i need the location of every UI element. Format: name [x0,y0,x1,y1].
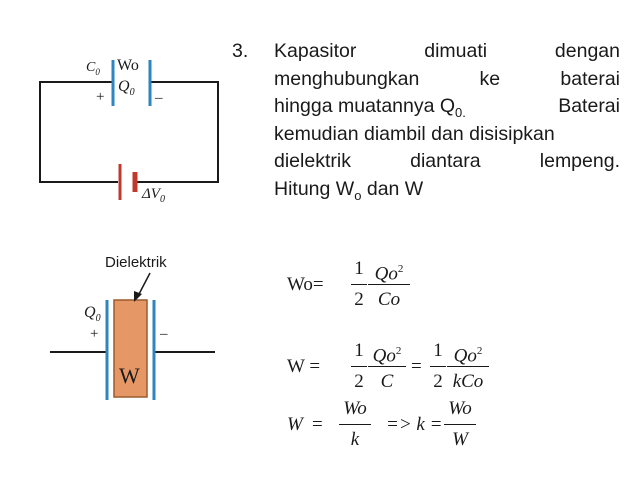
problem-line-2: menghubungkan ke baterai [274,67,620,90]
formula-2-equals: = [411,356,422,377]
problem-line-3: hingga muatannya Q0. Baterai [274,95,620,120]
formula-3-equals: = [312,414,323,435]
delta-v0-label: ΔV0 [142,186,165,205]
dielectric-arrow-line [137,272,151,297]
problem-line-4: kemudian diambil dan disisipkan [274,122,555,145]
formula-3-lhs: W [287,414,303,435]
formula-1-lhs: Wo= [287,274,324,295]
formula-2-lhs: W = [287,356,321,377]
q0-label-1: Q0 [118,78,135,99]
problem-line-1: Kapasitor dimuati dengan [274,40,620,62]
q0-label-2: Q0 [84,304,101,325]
wire-left [39,81,118,183]
plus-label-1: + [96,89,105,105]
problem-line-5: dielektrik diantara lempeng. [274,150,620,172]
dielectric-label: Dielektrik [105,254,167,271]
formula-3-implies: => k = [386,414,443,435]
dielectric-arrow-head [134,291,142,302]
dielectric-slab [113,299,148,398]
wo-label: Wo [117,57,139,74]
w-label-dielectric: W [119,363,140,388]
plus-label-2: + [90,326,99,342]
problem-line-6: Hitung Wo dan W [274,177,424,203]
minus-label-1: – [155,90,163,106]
c0-label: C0 [86,60,100,77]
problem-number: 3. [232,40,249,62]
minus-label-2: – [160,326,168,342]
circuit-1-wires [39,81,219,183]
wire-right [136,81,219,183]
